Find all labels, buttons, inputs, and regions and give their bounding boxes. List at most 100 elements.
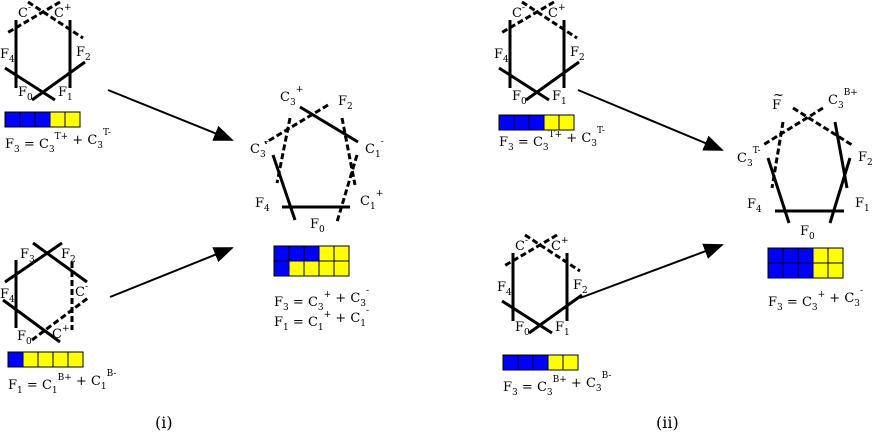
label: F [772,98,781,113]
label: C-​ [75,282,88,300]
blue-cell [502,354,519,371]
blue-cell [767,247,784,264]
blue-cell [797,262,814,279]
equation: F1​ = C1+​ + C1-​ [274,306,369,333]
yellow-cell [318,245,335,262]
hexagon-top-right [498,0,580,102]
yellow-cell [64,111,81,128]
yellow-cell [558,114,575,131]
blue-cell [532,354,549,371]
label: F0​ [310,217,325,235]
label: C-​ [18,3,31,21]
arrow [579,243,724,299]
equation: F3​ = C3B+​ + C3B-​ [503,371,611,398]
blue-cell [19,111,36,128]
color-bar [7,351,84,368]
label: F0​ [17,329,32,347]
tilde-mark: ~ [773,88,784,103]
yellow-cell [827,262,844,279]
color-bar [767,247,844,279]
label: F1​ [555,320,570,338]
label: F4​ [747,197,762,215]
hexagon-bottom-left [2,241,89,344]
yellow-cell [318,260,335,277]
blue-cell [782,247,799,264]
equation: F3​ = C3+​ + C3-​ [274,286,369,313]
equation: F3​ = C3T+​ + C3T-​ [499,126,605,153]
yellow-cell [547,354,564,371]
yellow-cell [67,351,84,368]
pentagon-middle [264,103,359,223]
yellow-cell [812,247,829,264]
label: F4​ [497,280,512,298]
equation: F1​ = C1B+​ + C1B-​ [8,369,116,396]
blue-cell [7,351,24,368]
label: F4​ [0,47,15,65]
label: C3+​ [280,85,303,108]
label: F1​ [552,89,567,107]
pentagon-right [762,106,853,224]
color-bar [273,245,350,277]
label: C1-​ [365,137,384,160]
label: F0​ [515,320,530,338]
label: C3B+​ [828,88,858,111]
label: F2​ [573,278,588,296]
blue-cell [303,245,320,262]
label: C-​ [515,236,528,254]
yellow-cell [37,351,54,368]
label: C+​ [52,324,70,342]
label: F2​ [338,94,353,112]
blue-cell [513,114,530,131]
label: C+​ [548,3,566,21]
yellow-cell [22,351,39,368]
label: F3​ [20,247,35,265]
label: F0​ [512,89,527,107]
yellow-cell [49,111,66,128]
yellow-cell [288,260,305,277]
blue-cell [767,262,784,279]
label: F1​ [855,196,870,214]
arrow [577,89,724,151]
caption-ii: (ii) [656,413,679,432]
label: F4​ [0,287,15,305]
yellow-cell [812,262,829,279]
caption-i: (i) [155,413,173,432]
blue-cell [498,114,515,131]
label: C+​ [54,3,72,21]
label: F2​ [61,247,76,265]
label: F2​ [858,150,872,168]
blue-cell [288,245,305,262]
yellow-cell [303,260,320,277]
blue-cell [797,247,814,264]
label: F4​ [255,196,270,214]
label: F1​ [58,85,73,103]
yellow-cell [333,260,350,277]
label: C3-​ [250,137,269,160]
label: C-​ [512,3,525,21]
color-bar [498,114,575,131]
blue-cell [273,245,290,262]
yellow-cell [333,245,350,262]
label: F0​ [18,85,33,103]
color-bar [502,354,579,371]
blue-cell [273,260,290,277]
yellow-cell [562,354,579,371]
hexagon-bottom-right [501,233,583,335]
blue-cell [34,111,51,128]
blue-cell [517,354,534,371]
label: F2​ [76,45,91,63]
label: F2​ [570,45,585,63]
yellow-cell [543,114,560,131]
hexagon-top-left [4,0,86,102]
label: C+​ [551,236,569,254]
equation: F3​ = C3+​ + C3-​ [768,286,863,313]
arrow [107,89,234,141]
yellow-cell [827,247,844,264]
label: C1+​ [360,189,383,212]
blue-cell [528,114,545,131]
arrow [109,247,234,298]
label: C3T-​ [737,146,761,169]
label: F0​ [800,224,815,242]
equation: F3​ = C3T+​ + C3T-​ [5,128,111,155]
